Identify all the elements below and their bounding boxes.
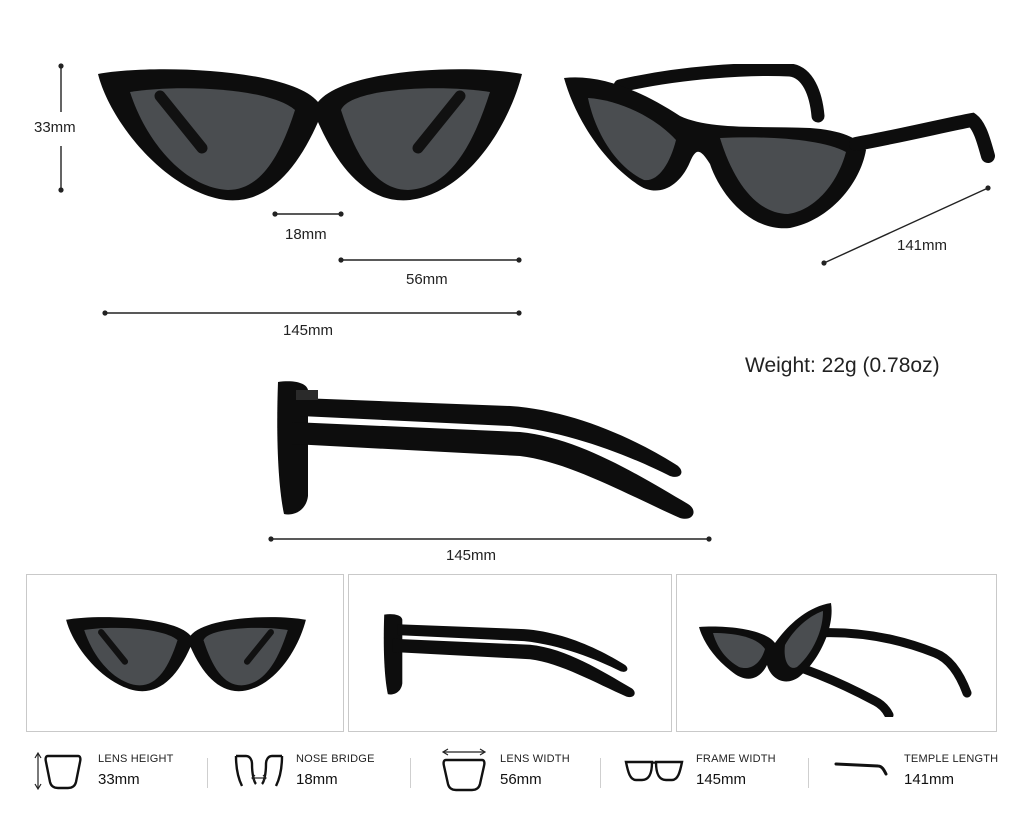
side-length-label: 145mm <box>446 547 497 564</box>
spec-value: 33mm <box>98 771 140 788</box>
temple-length-dimension <box>821 185 991 266</box>
lens-height-label: 33mm <box>34 119 76 136</box>
spec-nose-bridge: NOSE BRIDGE 18mm <box>232 748 402 796</box>
angled-view-glasses <box>564 64 995 229</box>
spec-label: TEMPLE LENGTH <box>904 753 999 765</box>
spec-label: FRAME WIDTH <box>696 753 776 765</box>
spec-divider <box>600 758 601 788</box>
side-length-dimension <box>268 536 712 542</box>
spec-label: LENS HEIGHT <box>98 753 174 765</box>
nose-bridge-icon <box>234 754 284 787</box>
spec-lens-height: LENS HEIGHT 33mm <box>32 748 202 796</box>
frame-width-dimension <box>102 310 522 316</box>
lens-width-label: 56mm <box>406 271 448 288</box>
side-view-glasses <box>277 381 694 519</box>
nose-bridge-label: 18mm <box>285 226 327 243</box>
lens-width-icon <box>441 748 487 792</box>
spec-value: 18mm <box>296 771 338 788</box>
thumb-side-glasses <box>383 614 635 698</box>
spec-label: LENS WIDTH <box>500 753 570 765</box>
thumbnail-front[interactable] <box>26 574 344 732</box>
thumbnail-back-angle[interactable] <box>676 574 997 732</box>
temple-length-icon <box>834 762 888 776</box>
lens-height-icon <box>34 751 82 791</box>
spec-label: NOSE BRIDGE <box>296 753 375 765</box>
thumb-back-glasses <box>699 603 972 717</box>
temple-length-label: 141mm <box>897 237 948 254</box>
frame-width-label: 145mm <box>283 322 334 339</box>
nose-bridge-dimension <box>272 211 344 217</box>
spec-divider <box>410 758 411 788</box>
front-view-glasses <box>98 69 522 201</box>
spec-divider <box>207 758 208 788</box>
weight-text: Weight: 22g (0.78oz) <box>745 354 940 377</box>
spec-temple-length: TEMPLE LENGTH 141mm <box>834 748 1014 796</box>
frame-width-icon <box>624 760 684 782</box>
thumbnail-side[interactable] <box>348 574 672 732</box>
lens-height-dimension <box>58 63 64 193</box>
thumb-front-glasses <box>66 617 306 692</box>
spec-value: 56mm <box>500 771 542 788</box>
spec-value: 141mm <box>904 771 955 788</box>
spec-value: 145mm <box>696 771 747 788</box>
spec-divider <box>808 758 809 788</box>
lens-width-dimension <box>338 257 522 263</box>
spec-frame-width: FRAME WIDTH 145mm <box>624 748 804 796</box>
spec-lens-width: LENS WIDTH 56mm <box>438 748 598 796</box>
